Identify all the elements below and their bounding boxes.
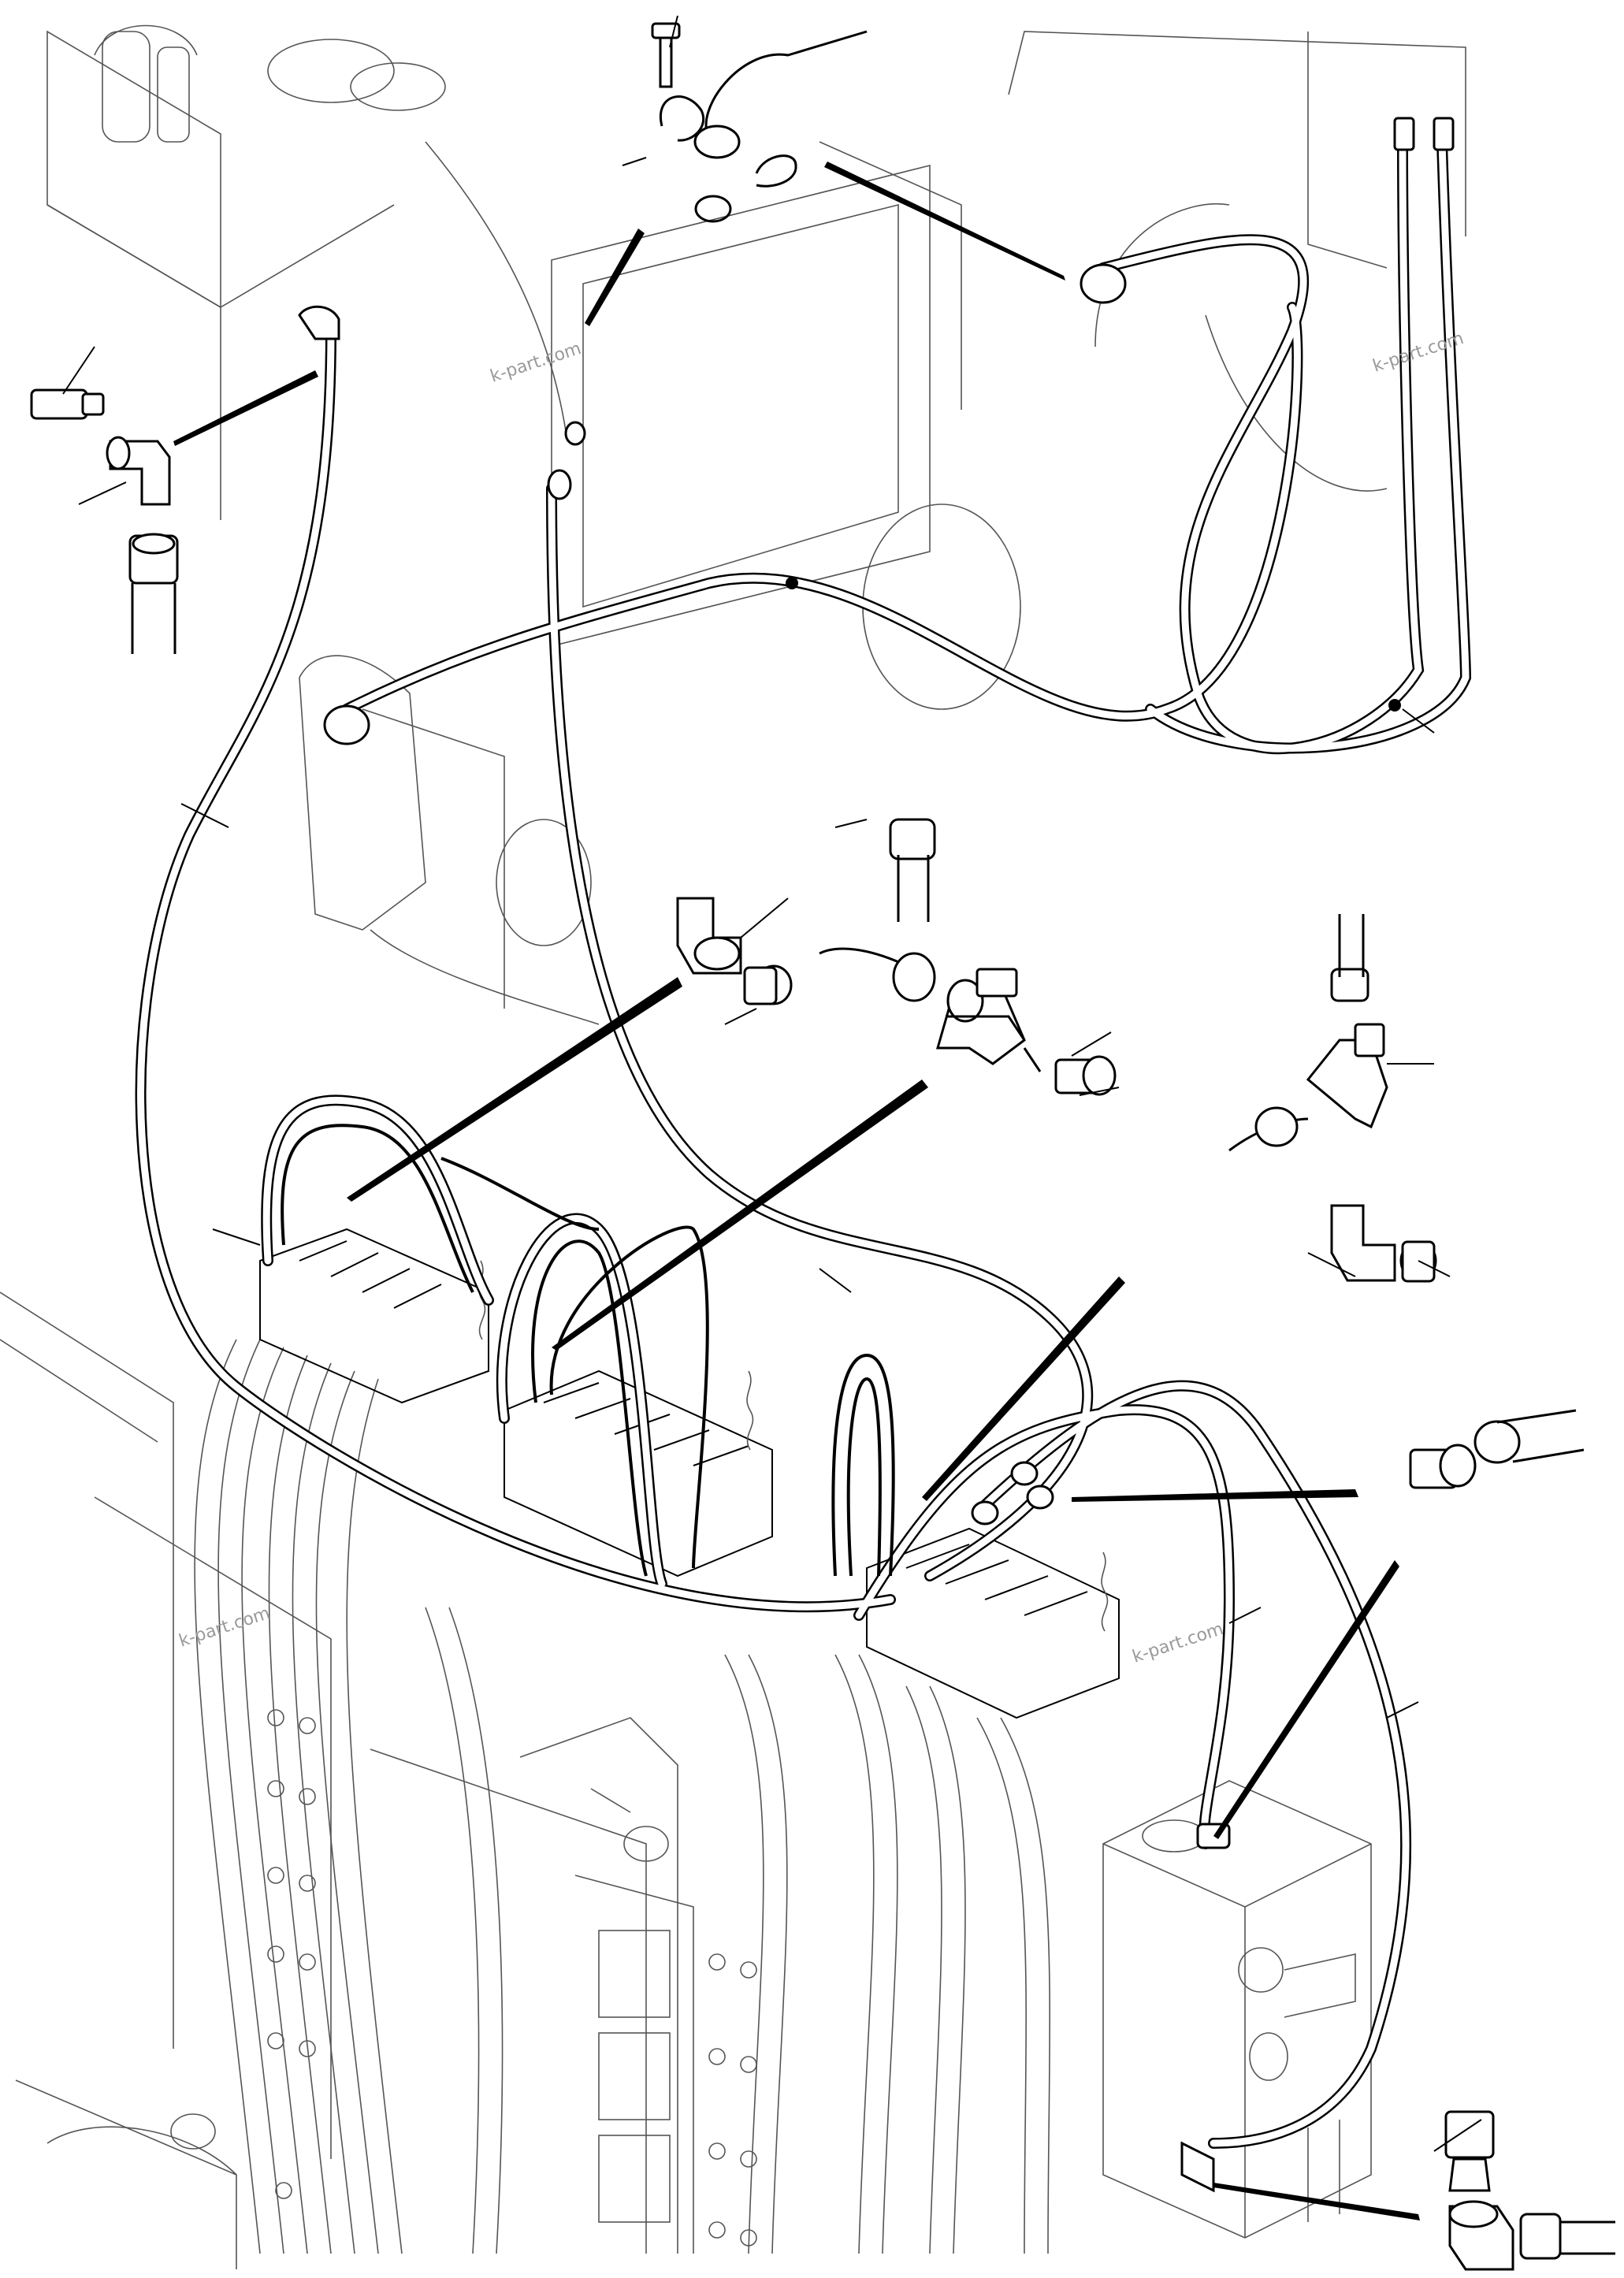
left-column-fittings (267, 1709, 757, 2246)
main-hydraulic-hoses-inner (137, 138, 1470, 2147)
elbow-tee-fittings-right (676, 818, 1615, 2271)
elbow-fittings-top-left (30, 305, 340, 654)
watermark-top-left: k-part.com (488, 339, 584, 387)
background-machine-structure (0, 24, 1466, 2269)
watermark-lower-left: k-part.com (177, 1604, 273, 1652)
control-valve-banks (259, 1228, 1120, 1719)
hose-marker-dots (786, 577, 1401, 712)
exploded-fittings (30, 22, 1615, 2271)
callout-leader-lines (62, 15, 1482, 2152)
nested-hose-loops (281, 1124, 895, 1577)
hose-end-connectors (323, 117, 1455, 1849)
watermark-lower-right: k-part.com (1130, 1619, 1226, 1667)
callout-leader-wedges (173, 162, 1420, 2220)
flange-clamp-top (651, 22, 868, 223)
